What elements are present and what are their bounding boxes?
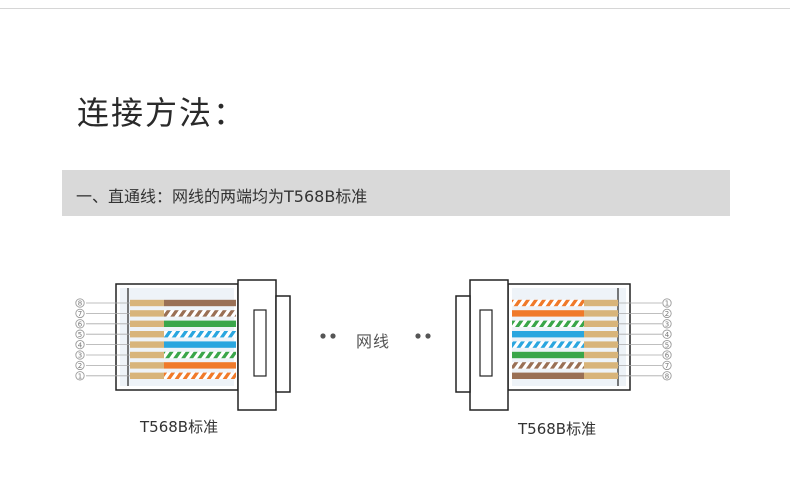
right-pin-number: 5 [665,341,669,349]
left-pin-number: 2 [78,362,82,370]
right-wire-tip [584,372,618,379]
page-title: 连接方法： [77,94,248,132]
banner-text: 一、直通线：网线的两端均为T568B标准 [76,187,368,206]
cable-dot [415,333,421,339]
right-pin-circle [662,360,672,371]
right-pin-number: 7 [665,362,669,370]
right-pin-number: 1 [665,300,669,308]
right-pin-circle [662,308,672,319]
left-pin-number: 7 [78,310,82,318]
left-pin-circle [75,371,85,381]
right-wire-tip [584,331,618,338]
right-wire-orange-white [512,299,584,307]
left-pin-circle [75,298,85,308]
right-pin-number: 2 [665,310,669,318]
right-pin-number: 6 [665,352,670,360]
left-wire-tip [130,299,164,307]
left-wires [130,299,236,379]
left-pin-circle [75,319,85,329]
right-wire-tip [584,341,618,348]
right-wire-tip [584,320,618,327]
right-pin-number: 3 [665,321,669,329]
left-pin-circle [75,329,85,339]
left-pin-circle [75,360,85,371]
right-pin-circle [662,298,672,308]
right-wire-brown-white [512,362,584,369]
left-wire-green [164,320,236,327]
left-wire-tip [130,362,164,369]
left-pin-number: 3 [78,352,82,360]
cable-label: 网线 [356,332,391,351]
right-wire-orange [512,310,584,317]
left-plug-boot-tail [275,295,291,393]
right-wire-blue [512,331,584,338]
right-pin-number: 8 [665,373,669,381]
left-wire-tip [130,351,164,359]
left-standard-caption: T568B标准 [140,418,219,436]
right-wire-brown [512,372,584,379]
right-plug-boot-tail [455,295,471,393]
right-plug-latch [479,309,493,377]
right-pin-labels: 1 2 3 4 5 6 7 8 [618,298,672,381]
right-wire-tip [584,351,618,359]
left-wire-tip [130,320,164,327]
right-wire-tip [584,362,618,369]
section-banner: 一、直通线：网线的两端均为T568B标准 [62,170,730,216]
right-pin-number: 4 [665,331,670,339]
right-wire-green [512,351,584,359]
cable-dot [330,333,336,339]
left-wire-tip [130,341,164,348]
left-pin-labels: 8 7 6 5 4 3 2 1 [75,298,130,381]
right-pin-circle [662,339,672,350]
left-wire-green-white [164,351,236,359]
top-divider [0,8,790,9]
left-pin-circle [75,350,85,360]
right-wire-tip [584,310,618,317]
left-pin-circle [75,339,85,350]
cable-dot [425,333,431,339]
right-wire-blue-white [512,341,584,348]
left-wire-brown [164,299,236,307]
left-plug-boot [237,279,277,411]
right-wires [512,299,618,379]
right-wire-green-white [512,320,584,327]
right-wire-tip [584,299,618,307]
right-pin-circle [662,350,672,360]
left-pin-number: 4 [78,341,83,349]
left-pin-number: 8 [78,300,82,308]
right-rj45-plug: 1 2 3 4 5 6 7 8 [455,279,672,411]
left-wire-orange-white [164,372,236,379]
right-pin-circle [662,371,672,381]
right-pin-circle [662,319,672,329]
left-plug-latch [253,309,267,377]
left-rj45-plug: 8 7 6 5 4 3 2 1 [75,279,291,411]
left-wire-blue [164,341,236,348]
left-wire-blue-white [164,331,236,338]
right-pin-circle [662,329,672,339]
left-pin-number: 5 [78,331,82,339]
right-plug-boot [469,279,509,411]
left-wire-orange [164,362,236,369]
left-pin-circle [75,308,85,319]
left-wire-tip [130,331,164,338]
left-pin-number: 1 [78,373,82,381]
left-wire-brown-white [164,310,236,317]
right-standard-caption: T568B标准 [518,420,597,438]
left-wire-tip [130,372,164,379]
left-pin-number: 6 [78,321,83,329]
cable-dot [320,333,326,339]
left-wire-tip [130,310,164,317]
